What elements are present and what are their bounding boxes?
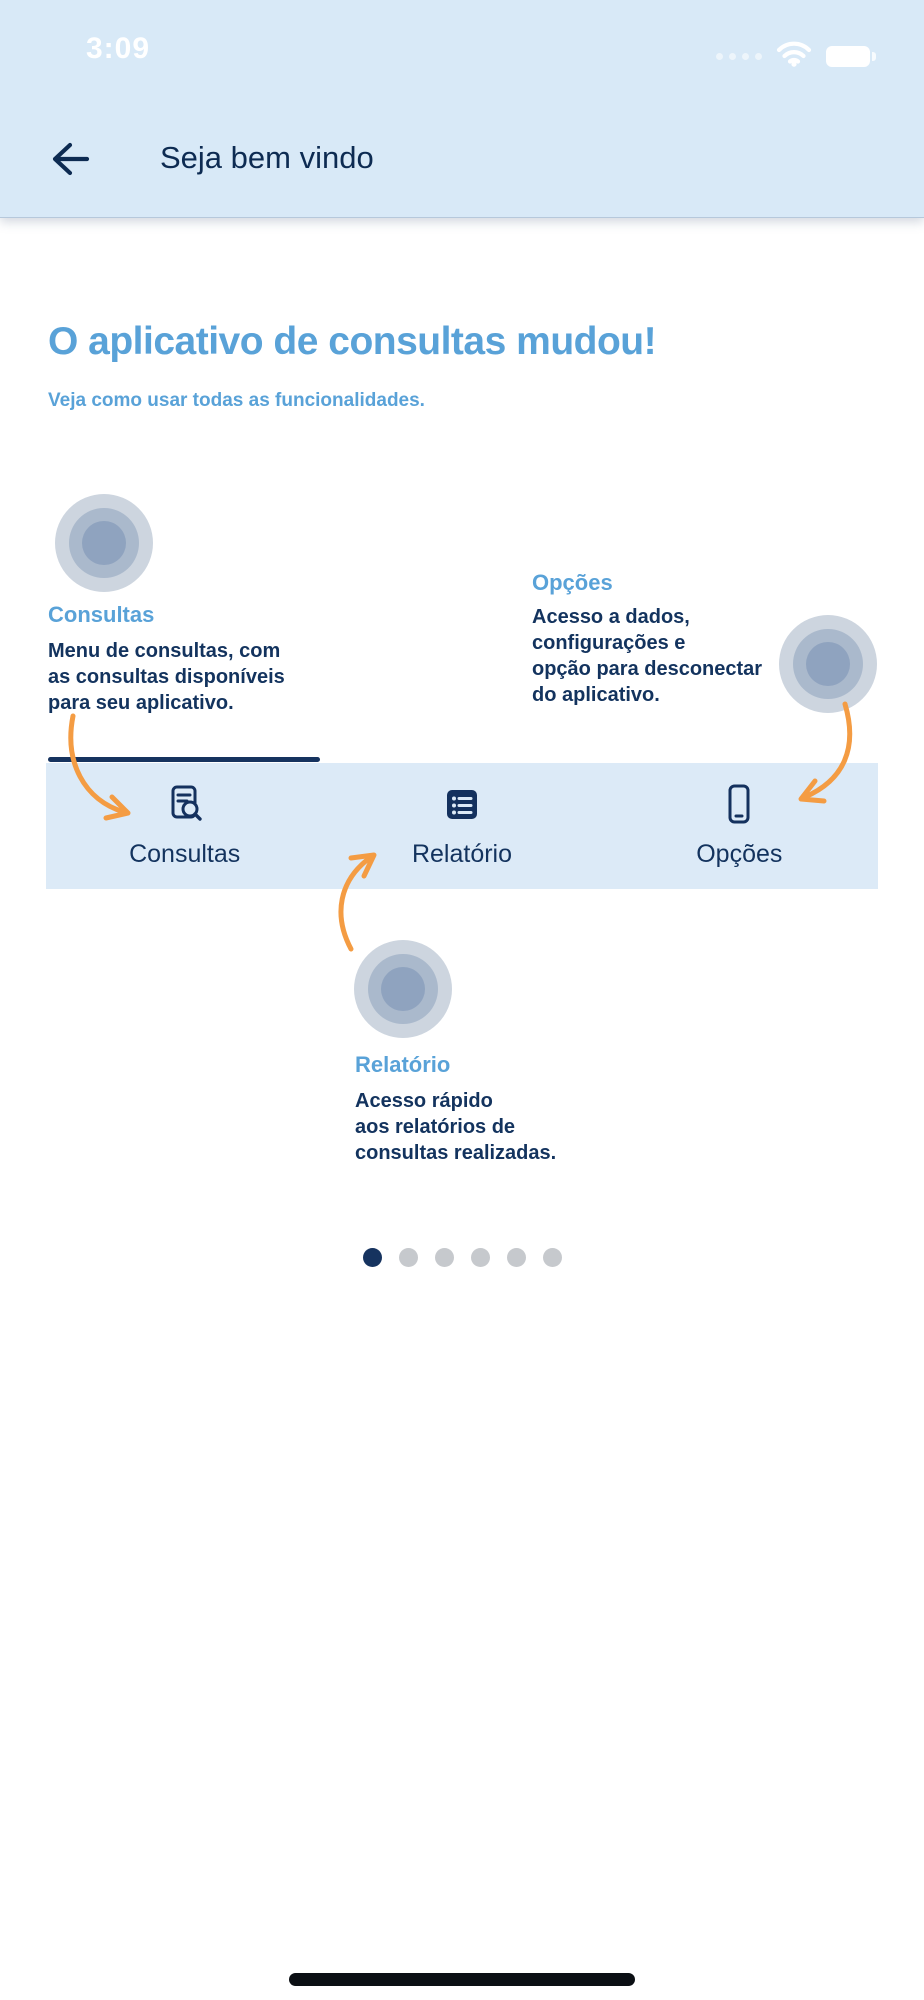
tab-consultas[interactable]: Consultas (46, 763, 323, 889)
intro-subtitle: Veja como usar todas as funcionalidades. (48, 390, 425, 411)
tab-bar: Consultas Relatório (46, 763, 878, 889)
callout-relatorio-body: Acesso rápido aos relatórios de consulta… (355, 1090, 557, 1164)
callout-opcoes-title: Opções (532, 570, 613, 595)
active-tab-indicator (48, 757, 320, 762)
document-search-icon (163, 783, 207, 832)
spotlight-consultas (55, 494, 153, 592)
page-dots (0, 1248, 924, 1267)
callout-consultas-body: Menu de consultas, com as consultas disp… (48, 640, 285, 714)
page-dot-4[interactable] (470, 1248, 490, 1267)
callout-consultas-title: Consultas (48, 602, 155, 627)
spotlight-relatorio (354, 940, 452, 1038)
arrow-left-icon (48, 140, 92, 181)
smartphone-icon (717, 783, 761, 832)
intro-title: O aplicativo de consultas mudou! (48, 320, 657, 363)
page-dot-3[interactable] (434, 1248, 454, 1267)
callout-relatorio-title: Relatório (355, 1052, 451, 1077)
page-dot-2[interactable] (398, 1248, 418, 1267)
back-button[interactable] (44, 136, 96, 184)
report-list-icon (440, 783, 484, 832)
status-icons (716, 40, 876, 72)
tab-relatorio[interactable]: Relatório (323, 763, 600, 889)
page-dot-1[interactable] (362, 1248, 382, 1267)
home-indicator[interactable] (289, 1973, 635, 1986)
page-dot-5[interactable] (506, 1248, 526, 1267)
status-and-nav-bar: 3:09 Seja bem vindo (0, 0, 924, 218)
status-time: 3:09 (86, 32, 151, 65)
tab-opcoes[interactable]: Opções (601, 763, 878, 889)
callout-opcoes-body: Acesso a dados, configurações e opção pa… (532, 606, 763, 706)
page-dot-6[interactable] (542, 1248, 562, 1267)
spotlight-opcoes (779, 615, 877, 713)
tab-opcoes-label: Opções (696, 840, 783, 868)
battery-icon (826, 45, 876, 67)
tab-relatorio-label: Relatório (411, 840, 513, 868)
tab-consultas-label: Consultas (129, 840, 241, 868)
wifi-icon (776, 40, 812, 72)
cellular-signal-icon (716, 52, 762, 60)
page-title: Seja bem vindo (160, 140, 374, 175)
